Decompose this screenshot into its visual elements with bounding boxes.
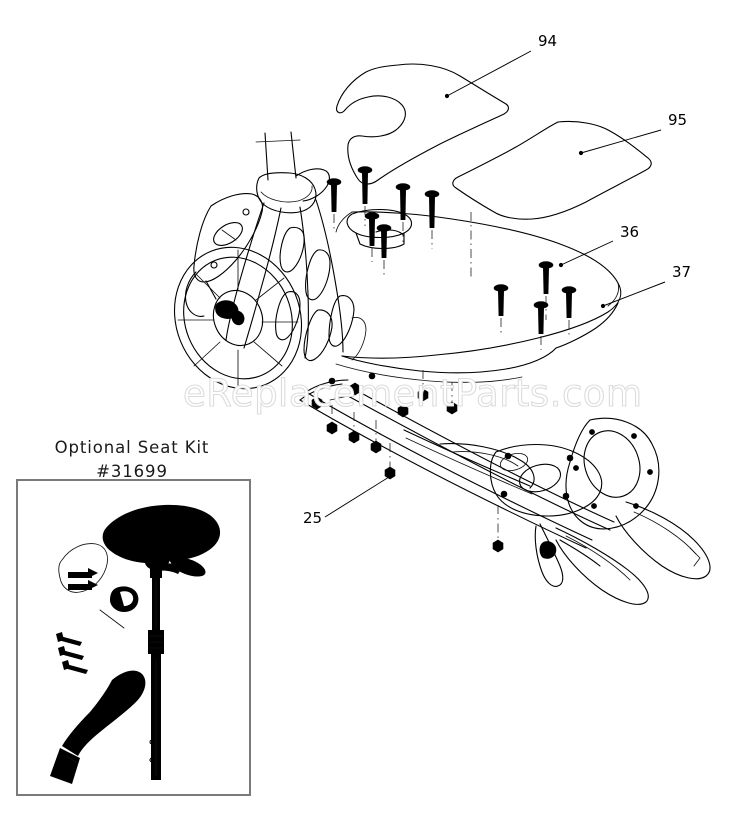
nut (417, 370, 429, 402)
screw (561, 286, 577, 338)
nut (384, 443, 396, 480)
screw (424, 190, 440, 249)
nut (492, 505, 504, 553)
watermark: eReplacementParts.com (183, 372, 643, 415)
screw (533, 301, 549, 350)
front-fork-wheel-assembly (173, 131, 367, 390)
part-94-grip-pad (336, 63, 509, 185)
callout-36: 36 (558, 223, 639, 268)
nut (311, 396, 323, 410)
screw (357, 166, 373, 226)
deck-platform (335, 211, 622, 383)
callout-label-95: 95 (668, 111, 687, 129)
seat-kit-contents (50, 504, 221, 784)
seat-kit-title-line2: #31699 (96, 462, 168, 481)
nut (349, 382, 361, 396)
screw (538, 261, 554, 320)
part-95-grip-pad (452, 120, 652, 220)
fastener-group-lower (493, 261, 577, 350)
callout-label-36: 36 (620, 223, 639, 241)
screw (376, 224, 392, 276)
callout-label-37: 37 (672, 263, 691, 281)
nut (446, 382, 458, 415)
nut (370, 420, 382, 454)
screw (326, 178, 342, 230)
screw (395, 183, 411, 242)
callout-25: 25 (303, 476, 390, 527)
callout-95: 95 (578, 111, 687, 156)
screw (364, 212, 380, 262)
callout-label-25: 25 (303, 509, 322, 527)
seat-kit-title-line1: Optional Seat Kit (55, 438, 210, 457)
screw (493, 284, 509, 336)
callout-37: 37 (600, 263, 691, 309)
rear-frame-assembly (299, 379, 711, 605)
nut (397, 404, 409, 418)
fastener-group-upper (326, 166, 472, 280)
nut (326, 405, 338, 435)
nut (348, 412, 360, 444)
callout-label-94: 94 (538, 32, 557, 50)
callout-94: 94 (444, 32, 557, 99)
fastener-nuts (311, 370, 504, 553)
